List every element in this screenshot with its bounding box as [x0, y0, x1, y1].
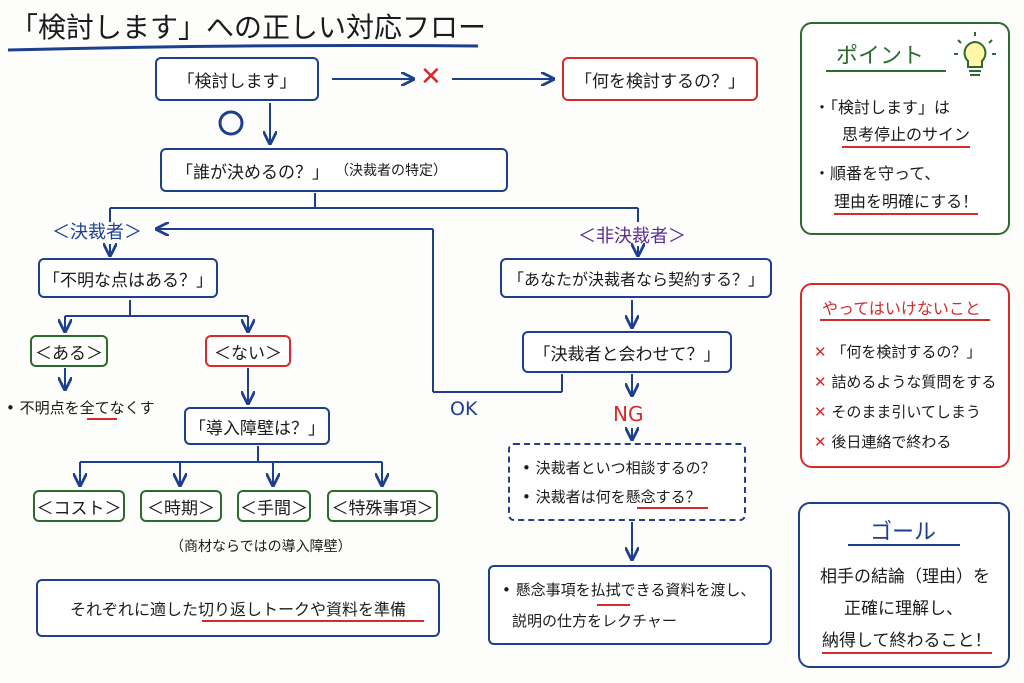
x-icon: ✕ — [814, 403, 827, 421]
dare-label: 「誰が決めるの？」 — [176, 162, 329, 183]
x-icon: ✕ — [814, 373, 827, 391]
dont-panel: やってはいけないこと ✕ 「何を検討するの？」 ✕ 詰めるような質問をする ✕ … — [800, 283, 1010, 468]
dounyu-box: 「導入障壁は？」 — [184, 407, 330, 445]
ng-action-line-1: • 懸念事項を払拭できる資料を渡し、 — [502, 581, 756, 599]
kessai-box: 「決裁者と会わせて？」 — [522, 331, 732, 373]
dont-item-3: ✕ そのまま引いてしまう — [814, 403, 981, 421]
point-title: ポイント — [836, 44, 925, 69]
lightbulb-icon — [954, 32, 996, 76]
barrier-note: （商材ならではの導入障壁） — [170, 539, 352, 555]
ng-action-line-2: 説明の仕方をレクチャー — [512, 612, 677, 630]
anata-box: 「あなたが決裁者なら契約する？」 — [500, 258, 772, 298]
nani-box: 「何を検討するの？」 — [562, 57, 758, 101]
dont-item-1: ✕ 「何を検討するの？」 — [814, 343, 982, 361]
goal-title-underline — [848, 544, 960, 546]
goal-line-3: 納得して終わること！ — [822, 626, 992, 654]
dont-item-4: ✕ 後日連絡で終わる — [814, 433, 952, 451]
ng-action-box: • 懸念事項を払拭できる資料を渡し、 説明の仕方をレクチャー — [488, 565, 772, 645]
ok-circle-icon — [218, 110, 244, 136]
dont-item-2: ✕ 詰めるような質問をする — [814, 373, 997, 391]
cost-box: ＜コスト＞ — [33, 490, 125, 522]
fumei-box: 「不明な点はある？」 — [38, 258, 218, 298]
nai-box: ＜ない＞ — [205, 335, 291, 367]
nondecider-label: ＜非決裁者＞ — [578, 226, 686, 247]
point-panel: ポイント ・「検討します」は 思考停止のサイン ・順番を守って、 理由を明確にす… — [800, 22, 1010, 235]
fumei-action-underline — [87, 418, 117, 420]
tokushu-box: ＜特殊事項＞ — [327, 490, 438, 522]
prepare-box: それぞれに適した切り返しトークや資料を準備 — [36, 579, 440, 637]
dont-title: やってはいけないこと — [822, 299, 981, 318]
goal-line-1: 相手の結論（理由）を — [820, 567, 990, 587]
fumei-action: • 不明点を全てなくす — [6, 399, 155, 417]
jiki-box: ＜時期＞ — [140, 490, 222, 522]
dare-note: （決裁者の特定） — [335, 163, 447, 179]
tema-box: ＜手間＞ — [237, 490, 311, 522]
goal-line-2: 正確に理解し、 — [844, 599, 963, 619]
point-item2-line1: ・順番を守って、 — [814, 164, 941, 183]
point-title-underline — [826, 70, 946, 72]
futsushoku-underline — [597, 604, 630, 606]
prepare-underline — [202, 620, 424, 622]
ng-label: NG — [613, 402, 644, 426]
dare-box: 「誰が決めるの？」 （決裁者の特定） — [160, 148, 508, 192]
ok-label: OK — [450, 398, 478, 420]
point-item1-line2: 思考停止のサイン — [842, 121, 971, 148]
ng-x-icon: ✕ — [420, 62, 442, 92]
page-title: 「検討します」への正しい対応フロー — [10, 11, 487, 44]
x-icon: ✕ — [814, 433, 827, 451]
point-item2-line2: 理由を明確にする！ — [834, 188, 979, 215]
kenen-underline — [637, 507, 708, 509]
ng-questions-box: • 決裁者といつ相談するの？ • 決裁者は何を懸念する？ — [508, 443, 746, 521]
decider-label: ＜決裁者＞ — [52, 222, 142, 243]
x-icon: ✕ — [814, 343, 827, 361]
ng-question-1: • 決裁者といつ相談するの？ — [522, 459, 716, 477]
aru-box: ＜ある＞ — [30, 335, 108, 367]
point-item1-line1: ・「検討します」は — [814, 98, 951, 117]
kento-box: 「検討します」 — [155, 57, 319, 101]
dont-title-underline — [820, 319, 990, 321]
goal-panel: ゴール 相手の結論（理由）を 正確に理解し、 納得して終わること！ — [798, 502, 1010, 668]
goal-title: ゴール — [870, 520, 937, 545]
ng-question-2: • 決裁者は何を懸念する？ — [522, 488, 701, 506]
